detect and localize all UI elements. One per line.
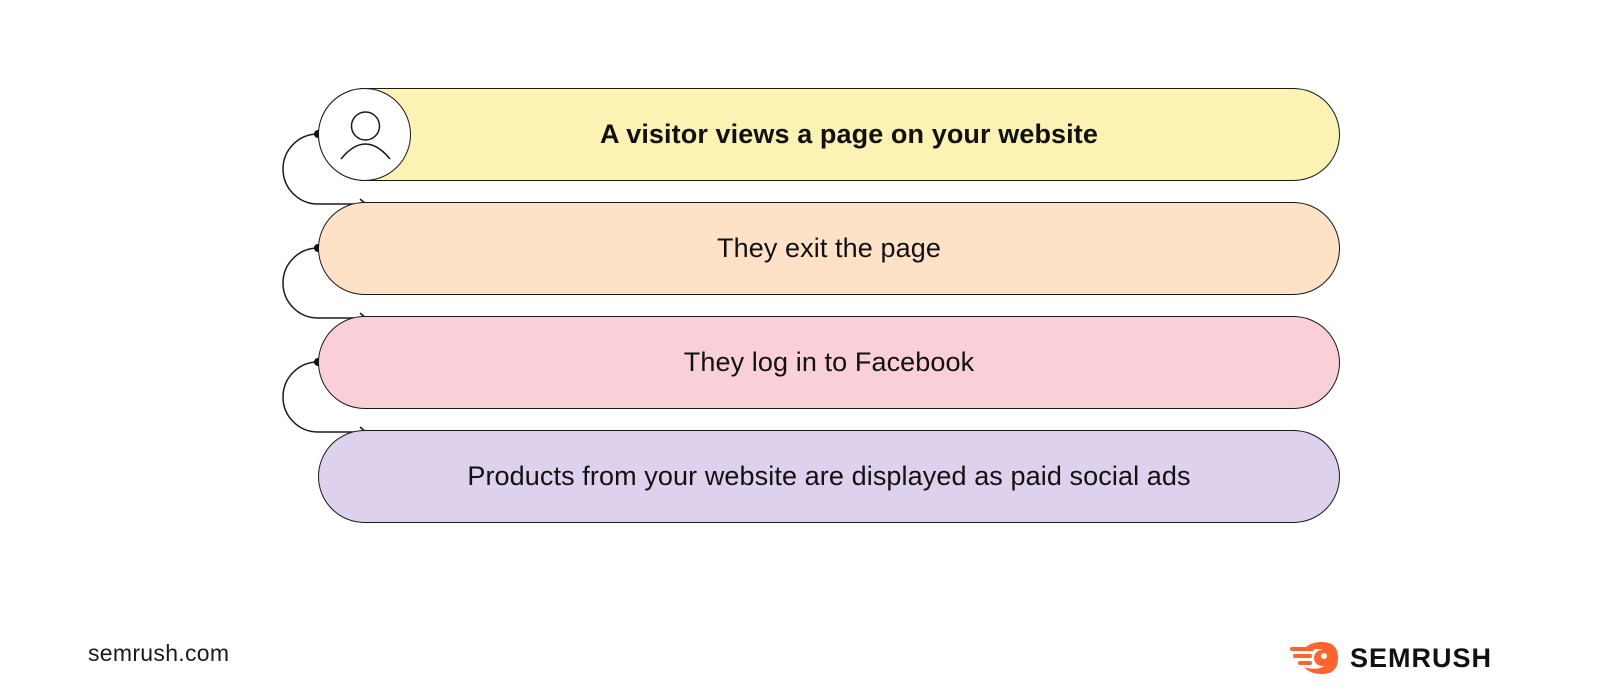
brand-logo: SEMRUSH xyxy=(1290,638,1492,678)
step-label: A visitor views a page on your website xyxy=(600,119,1098,149)
step-exit-page: They exit the page xyxy=(318,202,1340,295)
semrush-fire-icon xyxy=(1290,642,1338,674)
step-products-displayed-as-ads: Products from your website are displayed… xyxy=(318,430,1340,523)
brand-wordmark: SEMRUSH xyxy=(1350,642,1493,673)
step-label: They log in to Facebook xyxy=(683,347,975,377)
step-log-in-facebook: They log in to Facebook xyxy=(318,316,1340,409)
step-label: They exit the page xyxy=(717,233,941,263)
step-visitor-views-page: A visitor views a page on your website xyxy=(318,88,1340,181)
user-icon xyxy=(318,88,411,181)
step-label: Products from your website are displayed… xyxy=(467,461,1191,491)
footer-url: semrush.com xyxy=(88,640,230,666)
